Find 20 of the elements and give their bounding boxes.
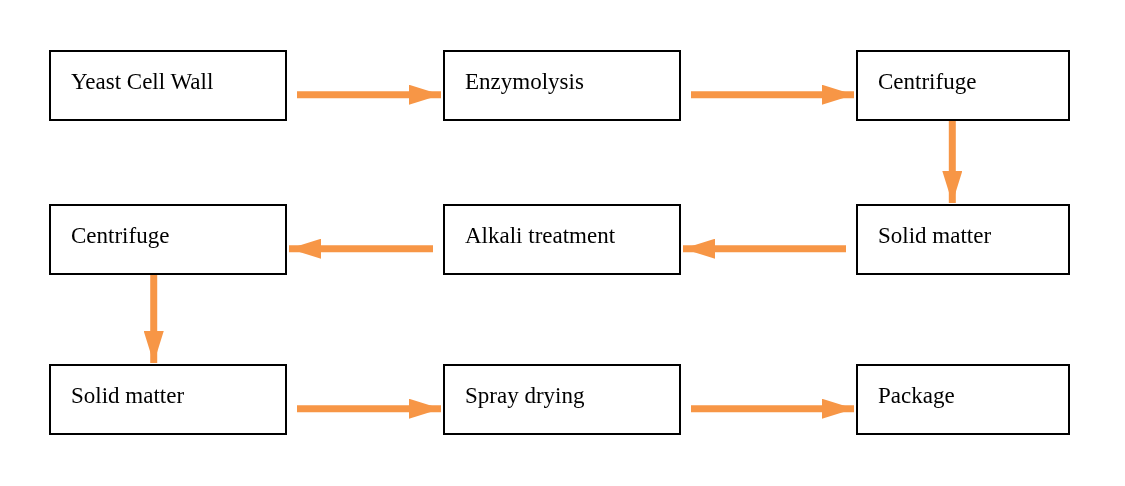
process-box — [443, 204, 681, 275]
step-label: Centrifuge — [878, 67, 978, 96]
step-label: Spray drying — [465, 381, 586, 410]
process-box — [49, 50, 287, 121]
step-label: Centrifuge — [71, 221, 171, 250]
step-label: Enzymolysis — [465, 67, 585, 96]
process-box — [443, 364, 681, 435]
step-label: Solid matter — [71, 381, 186, 410]
process-box — [443, 50, 681, 121]
process-box — [856, 364, 1070, 435]
process-box — [49, 204, 287, 275]
process-box — [856, 50, 1070, 121]
arrow — [942, 121, 963, 203]
process-box — [856, 204, 1070, 275]
process-box — [49, 364, 287, 435]
step-label: Package — [878, 381, 956, 410]
step-label: Yeast Cell Wall — [71, 67, 215, 96]
arrow — [143, 275, 164, 363]
step-label: Solid matter — [878, 221, 993, 250]
step-label: Alkali treatment — [465, 221, 617, 250]
